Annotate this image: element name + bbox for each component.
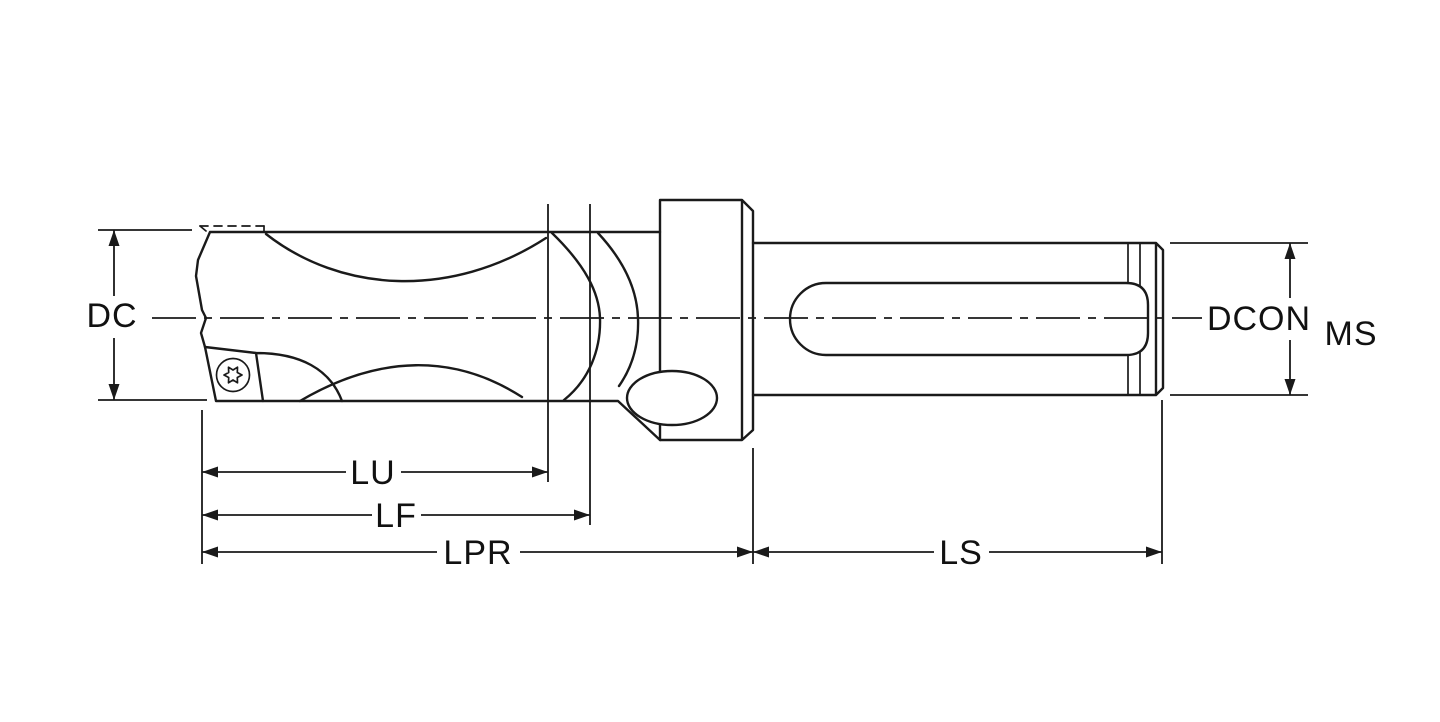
torx-screw-icon [223, 366, 243, 384]
lu-label-bg [346, 455, 401, 489]
lf-arrow-right [574, 509, 590, 521]
insert-screw [215, 357, 251, 393]
lpr-arrow-right [737, 546, 753, 558]
lu-arrow-right [532, 466, 548, 478]
extension-lines [201, 204, 1163, 564]
lf-arrow-left [202, 509, 218, 521]
dc-label: DC [86, 297, 137, 335]
tip-insert-edge [199, 225, 265, 233]
dcon-arrow-up [1284, 243, 1296, 259]
dc-arrow-down [108, 384, 120, 400]
dcon-label: DCON [1207, 300, 1311, 338]
dcon-arrow-down [1284, 379, 1296, 395]
cutting-insert [203, 345, 344, 403]
lpr-label: LPR [443, 534, 512, 572]
lu-arrow-left [202, 466, 218, 478]
flute-curve-lower [298, 364, 524, 403]
dcon-extension-lines [1170, 242, 1308, 396]
shank-flat-outline [788, 281, 1150, 357]
dc-label-bg [82, 296, 144, 338]
shank-outline [751, 241, 1165, 397]
lpr-arrow-left [202, 546, 218, 558]
flute-runout-curve-1 [550, 231, 602, 402]
flute-curve-upper [264, 232, 548, 283]
ls-label-bg [934, 535, 989, 569]
dimension-labels: DC DCON MS LU LF LPR LS [82, 296, 1378, 572]
lf-label-bg [372, 498, 421, 532]
dcon-label-bg [1202, 298, 1318, 340]
ls-label: LS [939, 534, 983, 572]
lu-label: LU [350, 454, 395, 492]
dc-arrow-up [108, 230, 120, 246]
dimension-dc [98, 229, 207, 401]
drill-assembly [194, 198, 1165, 442]
flange-boss [625, 369, 719, 427]
ms-label: MS [1325, 315, 1378, 353]
ls-arrow-right [1146, 546, 1162, 558]
ls-arrow-left [753, 546, 769, 558]
lf-label: LF [375, 497, 417, 535]
lpr-label-bg [437, 535, 520, 569]
flute-runout-curve-2 [596, 231, 640, 388]
